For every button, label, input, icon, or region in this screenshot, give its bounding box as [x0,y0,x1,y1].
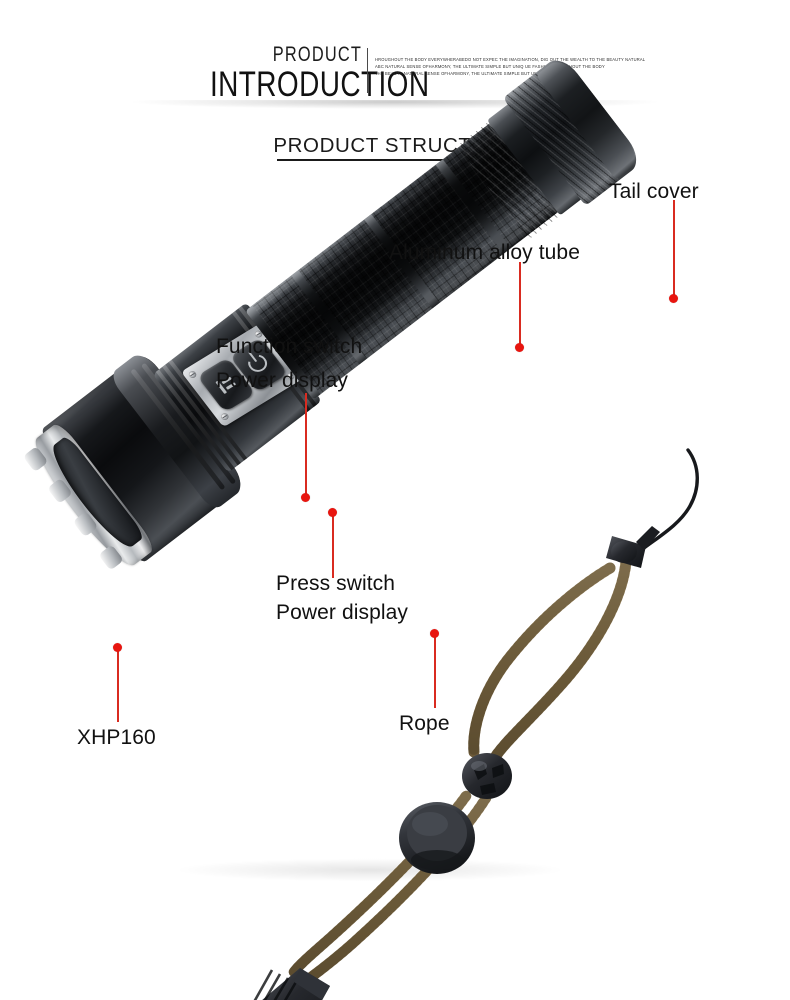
leader-dot-xhp160 [113,643,122,652]
leader-line-rope [434,634,436,708]
header-title-group: PRODUCT INTRODUCTION [172,43,430,104]
header-description-line-2: ABC NATURAL SENSE OFHARMONY, THE ULTIMAT… [375,64,605,70]
label-power-display-top: Power display [216,369,349,392]
product-ground-shadow [90,850,650,890]
leader-line-aluminum-tube [519,262,521,348]
rope-strand-left [468,562,616,758]
page-header: PRODUCT INTRODUCTION HROUGHOUT THE BODY … [0,0,790,116]
header-title-introduction: INTRODUCTION [210,65,430,104]
label-press-switch: Press switch [276,572,396,595]
label-function-switch: Function switch [216,335,363,358]
leader-dot-aluminum-tube [515,343,524,352]
rope-texture [486,556,632,768]
leader-line-tail-cover [673,200,675,300]
label-power-display-bottom: Power display [276,601,409,624]
leader-line-function-switch [305,393,307,497]
label-xhp160: XHP160 [77,726,156,749]
header-title-product: PRODUCT [272,43,362,66]
leader-dot-press-switch [328,508,337,517]
rope-slider-disc [399,802,475,874]
section-title-underline [277,159,483,161]
header-description-block: HROUGHOUT THE BODY EVERYWHERABEDO NOT EX… [375,56,705,78]
leader-line-press-switch [332,512,334,578]
header-description-line-1: HROUGHOUT THE BODY EVERYWHERABEDO NOT EX… [375,56,646,63]
label-rope: Rope [399,712,450,735]
header-shadow-bar [0,100,790,116]
leader-dot-tail-cover [669,294,678,303]
rope-texture [468,562,616,758]
leader-dot-rope [430,629,439,638]
label-aluminum-alloy-tube: Aluminum alloy tube [389,241,580,264]
leader-line-xhp160 [117,648,119,722]
label-tail-cover: Tail cover [609,180,699,203]
rope-cord-lock-bead [462,753,512,799]
rope-clip [606,526,660,568]
header-description-line-3: THE BEAUTY NATURAL SENSE OFHARMONY, THE … [375,71,571,77]
leader-dot-function-switch [301,493,310,502]
rope-attachment-loop [642,448,699,550]
header-vertical-divider [367,48,368,93]
